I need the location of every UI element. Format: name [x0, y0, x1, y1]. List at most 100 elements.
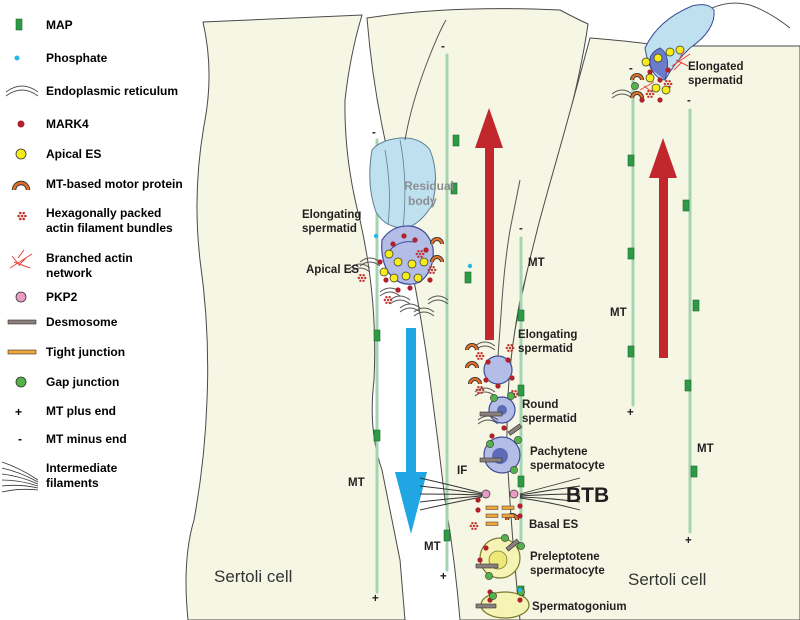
residual-tail	[404, 19, 447, 141]
mark4-19	[517, 503, 523, 509]
actin-bundle-6	[505, 344, 515, 352]
legend-pkp2-label: PKP2	[46, 290, 78, 304]
mt-minus-4: -	[629, 63, 633, 75]
basal-es-label: Basal ES	[529, 519, 579, 531]
mark4-21	[647, 69, 653, 75]
mark4-13	[483, 377, 489, 383]
map-10	[443, 529, 451, 542]
round-spermatid-line-1: Round	[522, 399, 558, 411]
map-6	[464, 271, 472, 284]
desmosome-6	[505, 538, 520, 552]
mark4-17	[475, 497, 481, 503]
gap-junction-2	[490, 394, 498, 402]
legend-if-line-1: Intermediate	[46, 461, 118, 475]
elongating-left-line-1: Elongating	[302, 209, 361, 221]
apical-es-14	[651, 83, 661, 93]
actin-bundle-11	[645, 90, 655, 98]
motor-protein-5	[468, 377, 482, 385]
apical-es-12	[645, 73, 655, 83]
er-2	[389, 295, 411, 305]
mt-label-right-bottom: MT	[697, 443, 714, 455]
mt-plus-4: +	[685, 535, 692, 547]
apical-es-7	[401, 271, 411, 281]
transport-arrows	[395, 108, 677, 534]
sertoli-cell-left	[185, 14, 406, 620]
residual-body-label: Residual body	[404, 179, 457, 208]
tight-junction-3	[485, 521, 499, 526]
mt-minus-3: -	[519, 223, 523, 235]
legend-er-label: Endoplasmic reticulum	[46, 84, 178, 98]
gap-junction-6	[501, 534, 509, 542]
er-3	[399, 303, 421, 313]
actin-bundle-3	[383, 296, 393, 304]
mt-minus-5: -	[687, 95, 691, 107]
legend-phosphate-label: Phosphate	[46, 51, 108, 65]
legend-apical-es-label: Apical ES	[46, 147, 101, 161]
residual-body-line-2: body	[408, 194, 437, 208]
mark4-4	[423, 247, 429, 253]
mark4-30	[483, 545, 489, 551]
mark4-7	[395, 287, 401, 293]
mark4-dots	[377, 67, 671, 603]
mt-plus-2: +	[440, 571, 447, 583]
map-7	[517, 309, 525, 322]
mt-label-left-bottom: MT	[424, 541, 441, 553]
map-5	[450, 182, 458, 195]
actin-bundle-7	[475, 386, 485, 394]
legend-branched-actin-line-1: Branched actin	[46, 251, 133, 265]
elongating-center-line-2: spermatid	[518, 343, 573, 355]
map-13	[627, 345, 635, 358]
map-3	[373, 429, 381, 442]
mt-label-right: MT	[610, 307, 627, 319]
if-label: IF	[457, 465, 467, 477]
er-6	[349, 263, 371, 273]
mark4-1	[390, 241, 396, 247]
apical-es-dots	[379, 45, 685, 283]
legend-actin-bundle-line-2: actin filament bundles	[46, 221, 173, 235]
er-4	[413, 307, 435, 317]
mark4-15	[501, 425, 507, 431]
mark4-16	[489, 433, 495, 439]
mark4-23	[639, 97, 645, 103]
map-11	[627, 154, 635, 167]
preleptotene-line-2: spermatocyte	[530, 565, 605, 577]
legend-if-label: Intermediate filaments	[46, 461, 121, 490]
mt-minus-1: -	[372, 127, 376, 139]
legend-desmosome-label: Desmosome	[46, 315, 118, 329]
actin-bundle-9	[469, 522, 479, 530]
actin-bundle-5	[475, 352, 485, 360]
gap-junction-8	[517, 542, 525, 550]
legend-mark4-symbol	[17, 120, 25, 128]
desmosome-4	[475, 603, 497, 609]
legend-actin-bundle-symbol	[17, 211, 27, 221]
legend-gap-junction-symbol	[15, 376, 27, 388]
elongating-left-line-2: spermatid	[302, 223, 357, 235]
elongated-spermatid-label: Elongated spermatid	[688, 61, 747, 87]
mt-label-center: MT	[528, 257, 545, 269]
residual-body	[369, 137, 436, 229]
phosphate-dots	[373, 233, 523, 593]
mark4-11	[505, 357, 511, 363]
tight-junction-4	[501, 505, 515, 510]
diagram-labels: Residual body Elongating spermatid Apica…	[214, 41, 747, 613]
motor-protein-2	[430, 255, 444, 263]
elongating-center-line-1: Elongating	[518, 329, 577, 341]
pachytene-label: Pachytene spermatocyte	[530, 446, 605, 472]
mark4-12	[495, 383, 501, 389]
legend-actin-bundle-line-1: Hexagonally packed	[46, 206, 161, 220]
gap-junction-4	[486, 440, 494, 448]
preleptotene-label: Preleptotene spermatocyte	[530, 551, 605, 577]
map-9	[517, 475, 525, 488]
legend-map-label: MAP	[46, 18, 73, 32]
motor-proteins	[430, 73, 644, 521]
mark4-5	[377, 259, 383, 265]
legend-branched-actin-label: Branched actin network	[46, 251, 136, 280]
mark4-18	[475, 507, 481, 513]
legend-branched-actin-symbol	[9, 249, 33, 269]
apical-es-9	[641, 57, 651, 67]
desmosomes	[475, 411, 523, 609]
branched-actin	[639, 49, 691, 93]
legend-plus-symbol: +	[15, 405, 22, 419]
round-spermatid-label: Round spermatid	[522, 399, 577, 425]
